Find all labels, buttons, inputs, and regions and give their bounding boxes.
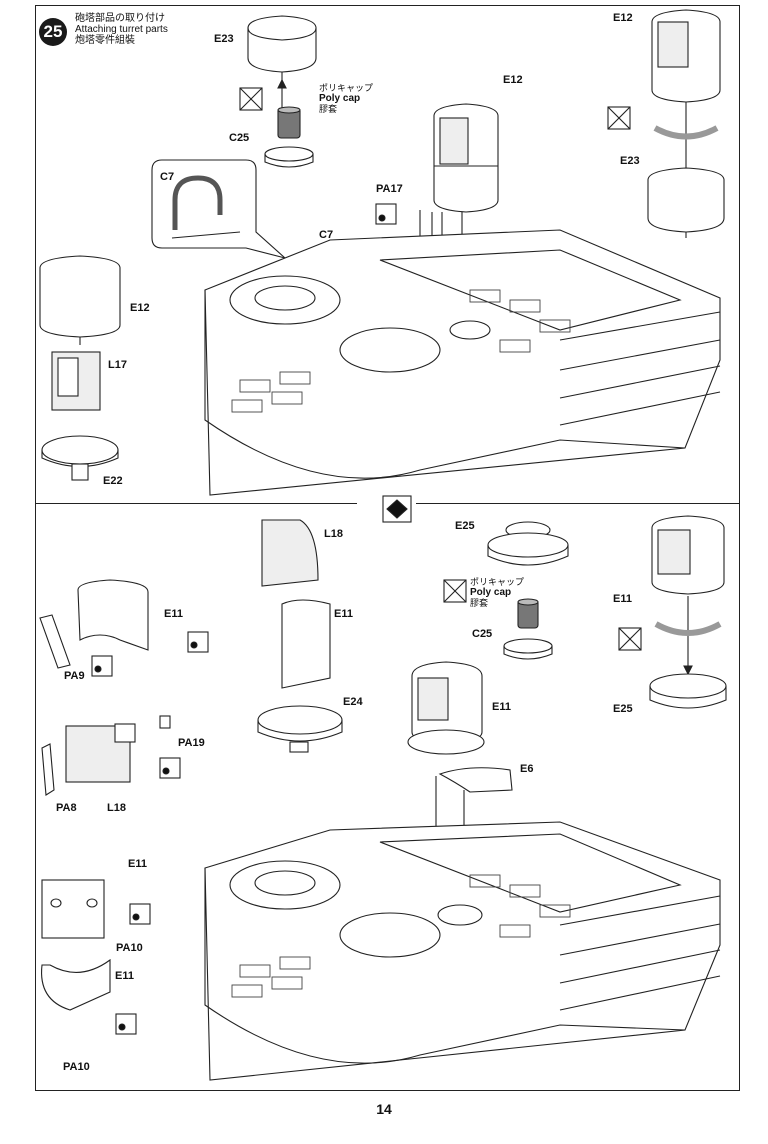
polycap-bottom-drawing — [517, 598, 539, 629]
part-e23-top-drawing — [247, 15, 317, 80]
page-frame — [35, 5, 740, 1091]
label-l17: L17 — [108, 359, 127, 371]
hull-top-drawing — [204, 229, 721, 496]
label-e11-center: E11 — [334, 608, 353, 620]
label-pa17: PA17 — [376, 183, 403, 195]
label-c7-inset: C7 — [160, 171, 175, 183]
label-c25-top: C25 — [229, 132, 250, 144]
label-pa8: PA8 — [56, 802, 77, 814]
label-e11-right: E11 — [613, 593, 632, 605]
part-e22-drawing — [41, 435, 119, 481]
label-pa10-2: PA10 — [63, 1061, 90, 1073]
no-glue-icon-top — [239, 87, 263, 111]
label-e11-left3: E11 — [115, 970, 134, 982]
label-c25-bottom: C25 — [472, 628, 493, 640]
polycap-note-top: ポリキャップ Poly cap 膠套 — [319, 83, 373, 114]
polycap-note-bottom: ポリキャップ Poly cap 膠套 — [470, 577, 524, 608]
polycap-en: Poly cap — [319, 93, 361, 104]
label-pa9: PA9 — [64, 670, 85, 682]
step-number-badge: 25 — [39, 18, 67, 46]
part-l18-left-drawing — [65, 723, 136, 783]
part-e11-left2-drawing — [41, 879, 105, 939]
part-e11-center-drawing — [281, 599, 331, 689]
label-e25-right: E25 — [613, 703, 633, 715]
c7-inset-bubble — [151, 159, 286, 259]
label-e24: E24 — [343, 696, 363, 708]
label-e25-top: E25 — [455, 520, 475, 532]
step-title-en: Attaching turret parts — [75, 24, 168, 35]
no-glue-icon-bottom-right — [618, 627, 642, 651]
polycap-ja: ポリキャップ — [470, 577, 525, 587]
label-e23-top: E23 — [214, 33, 234, 45]
hull-bottom-drawing — [204, 821, 721, 1081]
polycap-en: Poly cap — [470, 587, 512, 598]
label-l18-center: L18 — [324, 528, 343, 540]
label-l18-left: L18 — [107, 802, 126, 814]
view-rotate-icon — [382, 495, 412, 523]
polycap-zh: 膠套 — [470, 598, 489, 608]
part-e24-drawing — [257, 705, 343, 753]
part-e11-left3-drawing — [41, 958, 111, 1011]
rotate-arrow-top — [653, 125, 719, 140]
label-pa10-1: PA10 — [116, 942, 143, 954]
label-e11-turret: E11 — [492, 701, 511, 713]
polycap-ja: ポリキャップ — [319, 83, 374, 93]
label-e12-right: E12 — [613, 12, 633, 24]
part-pa8-drawing — [41, 743, 55, 796]
step-title-ja: 砲塔部品の取り付け — [75, 13, 165, 24]
part-e23-right-drawing — [647, 167, 725, 238]
part-e11-right-drawing — [651, 515, 725, 595]
no-glue-icon-right — [607, 106, 631, 130]
label-e11-left1: E11 — [164, 608, 183, 620]
label-pa19: PA19 — [178, 737, 205, 749]
label-e12-left: E12 — [130, 302, 150, 314]
part-pa19-drawing — [159, 715, 171, 729]
label-e23-right: E23 — [620, 155, 640, 167]
part-e12-center-drawing — [433, 103, 499, 213]
part-e12-left-drawing — [39, 255, 121, 345]
no-glue-icon-bottom — [443, 579, 467, 603]
step-title: 砲塔部品の取り付け Attaching turret parts 炮塔零件組裝 — [75, 13, 168, 46]
part-l17-drawing — [51, 351, 101, 411]
section-divider-left — [35, 503, 357, 504]
part-e25-right-drawing — [649, 673, 727, 709]
part-e12-right-drawing — [651, 9, 721, 110]
part-e25-top-drawing — [487, 521, 569, 566]
label-e22: E22 — [103, 475, 123, 487]
label-e6: E6 — [520, 763, 534, 775]
label-e12-center: E12 — [503, 74, 523, 86]
label-c7-hull: C7 — [319, 229, 334, 241]
page-number: 14 — [376, 1101, 392, 1117]
rotate-arrow-bottom — [654, 621, 722, 636]
label-e11-left2: E11 — [128, 858, 147, 870]
part-e11-left1-drawing — [77, 579, 149, 651]
polycap-zh: 膠套 — [319, 104, 338, 114]
glue-icon-group — [91, 203, 397, 1035]
part-e6-drawing — [438, 767, 513, 793]
part-c25-top-drawing — [264, 146, 314, 168]
part-pa9-drawing — [39, 614, 71, 669]
part-l18-center-drawing — [261, 519, 319, 587]
part-c25-bottom-drawing — [503, 638, 553, 660]
part-e11-turret-drawing — [407, 661, 485, 755]
step-title-zh: 炮塔零件組裝 — [75, 35, 135, 46]
polycap-top-drawing — [277, 106, 301, 139]
section-divider-right — [416, 503, 740, 504]
